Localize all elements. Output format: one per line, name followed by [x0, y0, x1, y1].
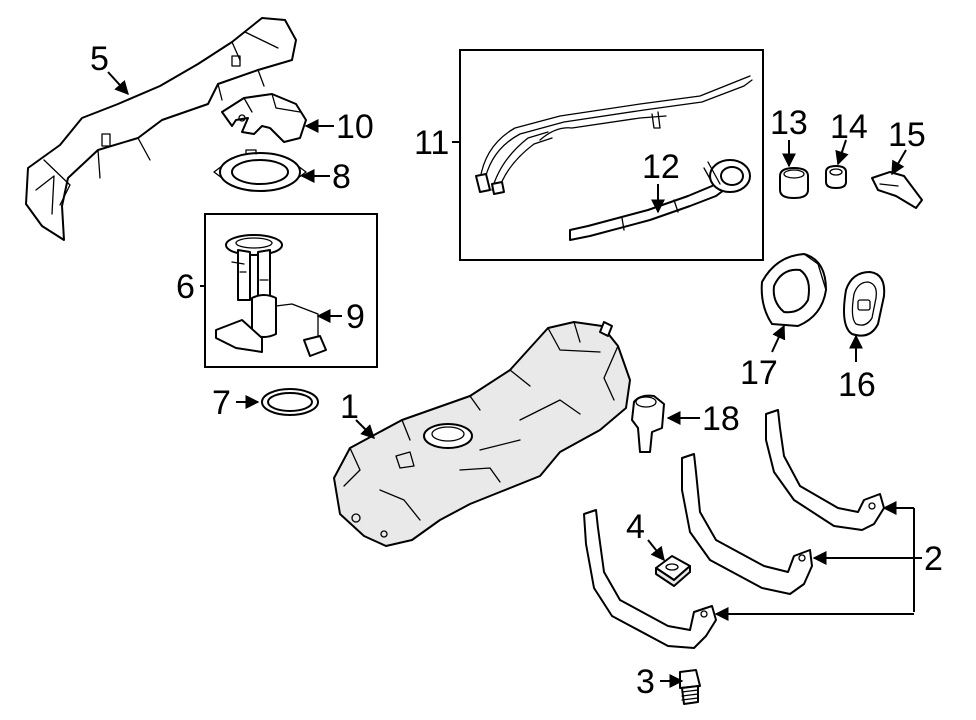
fuel-door-part — [843, 271, 886, 337]
heat-shield-part — [25, 17, 297, 241]
callout-17: 17 — [740, 354, 778, 392]
callout-2: 2 — [924, 540, 943, 578]
callout-6: 6 — [176, 268, 195, 306]
callout-3: 3 — [636, 663, 655, 701]
callout-9: 9 — [346, 298, 365, 336]
callout-11: 11 — [414, 124, 449, 162]
callout-18: 18 — [702, 400, 740, 438]
small-grommet-part — [825, 165, 847, 189]
filler-housing-part — [760, 253, 827, 327]
callout-5: 5 — [90, 40, 109, 78]
sensor-part — [631, 394, 665, 453]
fuel-pump-part — [215, 234, 327, 357]
o-ring-part — [261, 388, 319, 416]
fuel-tank-part — [333, 321, 631, 547]
callout-13: 13 — [770, 104, 808, 142]
callout-4: 4 — [626, 508, 645, 546]
leader-lines — [107, 71, 922, 688]
fuel-pump-box — [204, 213, 378, 368]
filler-pipe-assembly-part — [475, 75, 753, 195]
callout-7: 7 — [212, 384, 231, 422]
callout-15: 15 — [888, 116, 926, 154]
tank-strap-rear-part — [765, 409, 885, 531]
lock-ring-part — [213, 149, 307, 192]
grommet-part — [779, 167, 809, 199]
tank-strap-front-part — [583, 509, 717, 649]
filler-pipe-box — [459, 49, 764, 261]
callout-10: 10 — [336, 108, 374, 146]
filler-neck-part — [569, 159, 751, 241]
vent-tube-part — [871, 171, 923, 209]
bolt-part — [679, 669, 701, 705]
tank-strap-middle-part — [681, 453, 813, 595]
callout-14: 14 — [830, 108, 868, 146]
nut-part — [655, 555, 691, 587]
bracket-part — [221, 93, 307, 143]
callout-1: 1 — [340, 388, 359, 426]
callout-16: 16 — [838, 366, 876, 404]
callout-8: 8 — [332, 158, 351, 196]
callout-12: 12 — [642, 148, 680, 186]
